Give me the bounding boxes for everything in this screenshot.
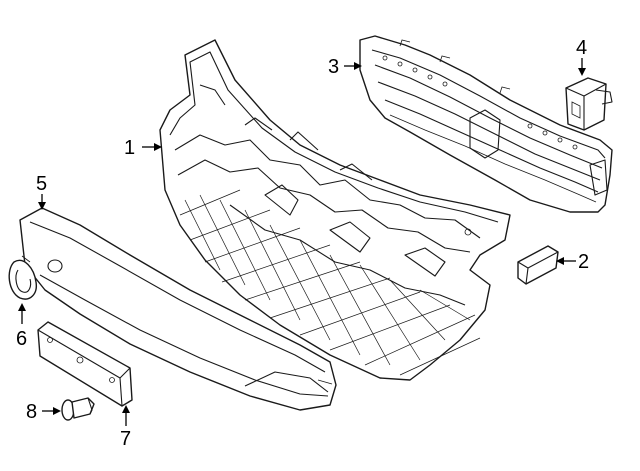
arrow-icon <box>578 68 586 76</box>
part-5-lower-molding[interactable] <box>19 207 337 411</box>
arrow-icon <box>556 257 564 265</box>
part-8-push-rivet[interactable] <box>61 397 95 421</box>
arrow-icon <box>18 303 26 311</box>
callout-1-label: 1 <box>124 137 135 159</box>
callout-7: 7 <box>120 405 131 450</box>
part-2-clip[interactable] <box>517 245 559 285</box>
callout-2: 2 <box>556 251 589 273</box>
callout-6-label: 6 <box>16 328 27 350</box>
part-7-mounting-plate[interactable] <box>37 321 133 407</box>
callout-4-label: 4 <box>576 37 587 59</box>
part-1-grille[interactable] <box>159 39 511 381</box>
part-6-ring-clip[interactable] <box>8 255 37 300</box>
callout-2-label: 2 <box>578 251 589 273</box>
callout-3: 3 <box>328 56 362 78</box>
callout-6: 6 <box>16 303 27 350</box>
arrow-icon <box>354 62 362 70</box>
grille-mesh <box>179 189 481 376</box>
callout-8: 8 <box>26 401 61 423</box>
callout-1: 1 <box>124 137 162 159</box>
callout-5: 5 <box>36 173 47 210</box>
arrow-icon <box>53 407 61 415</box>
arrow-icon <box>122 405 130 413</box>
part-4-bracket[interactable] <box>565 77 613 131</box>
part-3-upper-reinforcement[interactable] <box>359 35 613 213</box>
arrow-icon <box>38 202 46 210</box>
callout-4: 4 <box>576 37 587 76</box>
callout-3-label: 3 <box>328 56 339 78</box>
arrow-icon <box>154 143 162 151</box>
callout-5-label: 5 <box>36 173 47 195</box>
callout-7-label: 7 <box>120 428 131 450</box>
callout-8-label: 8 <box>26 401 37 423</box>
